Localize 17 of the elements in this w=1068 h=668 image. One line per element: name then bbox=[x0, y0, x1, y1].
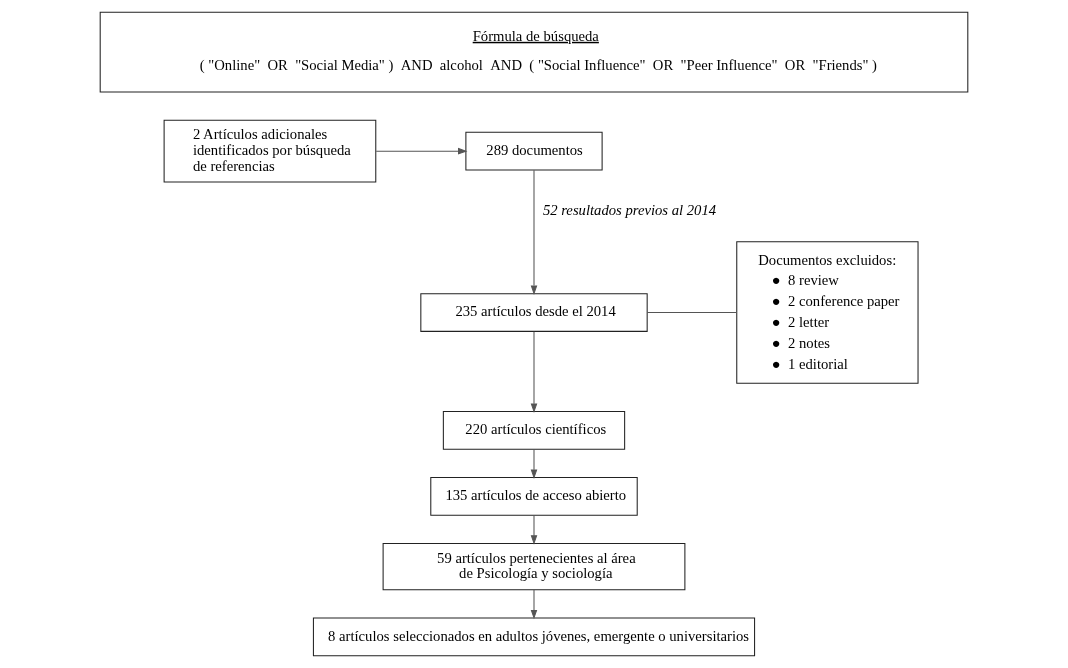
node-box: 135 artículos de acceso abierto bbox=[430, 477, 638, 516]
node-box: 289 documentos bbox=[465, 131, 603, 171]
arrow bbox=[530, 449, 538, 479]
node-box: 235 artículos desde el 2014 bbox=[420, 293, 648, 332]
node-box: 59 artículos pertenecientes al área de Psicología y sociología bbox=[382, 543, 686, 591]
node-box: Documentos excluidos: ● 8 review ● 2 conference paper ● 2 letter ● 2 notes ● 1 editorial bbox=[736, 241, 919, 384]
node-box: 2 Artículos adicionales identificados por búsqueda de referencias bbox=[163, 119, 377, 183]
arrow bbox=[375, 147, 468, 155]
arrow bbox=[530, 514, 538, 545]
connector bbox=[646, 312, 738, 314]
arrow bbox=[530, 589, 538, 620]
arrow bbox=[530, 169, 538, 295]
node-box: 8 artículos seleccionados en adultos jóvenes, emergente o universitarios bbox=[312, 617, 756, 657]
arrow bbox=[530, 331, 538, 413]
node-box: Fórmula de búsqueda ( "Online" OR "Social Media" ) AND alcohol AND ( "Social Influence" OR "Peer Influence" OR "Friends" ) bbox=[99, 11, 969, 93]
node-box: 220 artículos científicos bbox=[442, 411, 626, 450]
edge-label: 52 resultados previos al 2014 bbox=[542, 202, 717, 219]
